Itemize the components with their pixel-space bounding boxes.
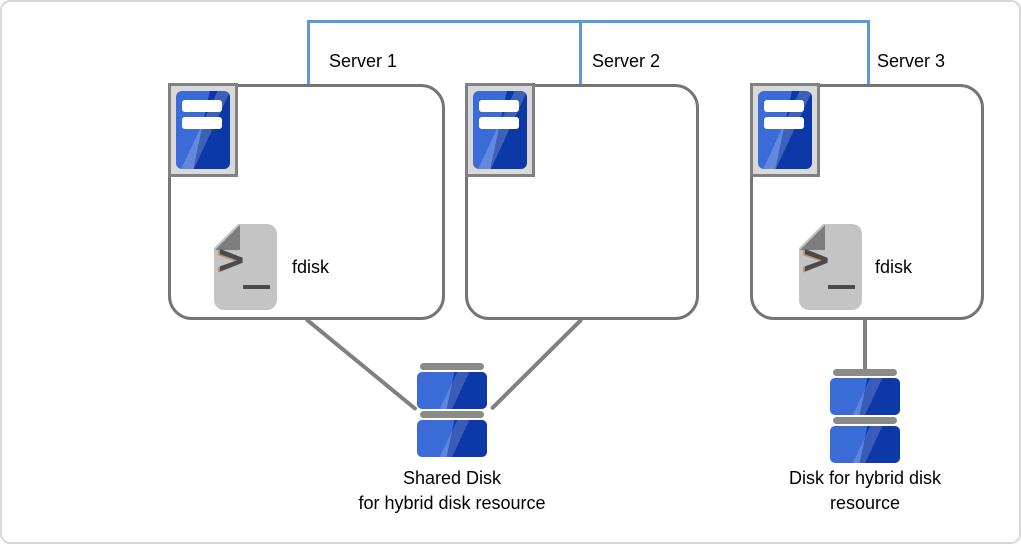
prompt-glyph: > — [803, 234, 830, 285]
server3-disk-caption: Disk for hybrid disk resource — [735, 466, 995, 516]
server1-label: Server 1 — [329, 51, 398, 71]
server1-tower-icon — [168, 83, 238, 177]
server3-disk-caption-line2: resource — [829, 493, 901, 513]
disk-platter — [417, 420, 487, 457]
server-tower-panel — [758, 91, 812, 169]
server3-tower-icon — [750, 83, 820, 177]
server-drive-bar — [182, 117, 222, 129]
network-line-horizontal — [307, 20, 870, 23]
disk-cap — [420, 411, 484, 418]
shared-disk-caption: Shared Disk for hybrid disk resource — [322, 466, 582, 516]
server3-disk-icon — [830, 369, 900, 465]
shell-script-icon: > — [799, 224, 862, 310]
server-drive-bar — [764, 100, 804, 112]
shared-disk-icon — [417, 363, 487, 459]
disk-cap — [833, 369, 897, 376]
connector-server3-disk — [863, 319, 867, 371]
disk-cap — [420, 363, 484, 370]
connector-server1-shared-disk — [304, 317, 418, 412]
shell-script-icon: > — [214, 224, 277, 310]
network-drop-server2 — [579, 20, 582, 85]
network-drop-server3 — [867, 20, 870, 85]
server2-tower-icon — [465, 83, 535, 177]
server3-disk-caption-line1: Disk for hybrid disk — [788, 468, 942, 488]
disk-platter — [830, 426, 900, 463]
disk-cap — [833, 417, 897, 424]
shared-disk-caption-line2: for hybrid disk resource — [358, 493, 546, 513]
server-drive-bar — [479, 117, 519, 129]
prompt-glyph: > — [218, 234, 245, 285]
server-tower-panel — [176, 91, 230, 169]
cursor-underscore — [243, 285, 270, 289]
shared-disk-caption-line1: Shared Disk — [402, 468, 502, 488]
disk-platter — [830, 378, 900, 415]
server-drive-bar — [764, 117, 804, 129]
disk-platter — [417, 372, 487, 409]
server3-label: Server 3 — [877, 51, 946, 71]
server-tower-panel — [473, 91, 527, 169]
server-drive-bar — [479, 100, 519, 112]
fdisk-label-server1: fdisk — [292, 257, 330, 277]
connector-server2-shared-disk — [489, 317, 584, 411]
network-drop-server1 — [307, 20, 310, 85]
server2-label: Server 2 — [592, 51, 661, 71]
fdisk-label-server3: fdisk — [875, 257, 913, 277]
cursor-underscore — [828, 285, 855, 289]
server-drive-bar — [182, 100, 222, 112]
